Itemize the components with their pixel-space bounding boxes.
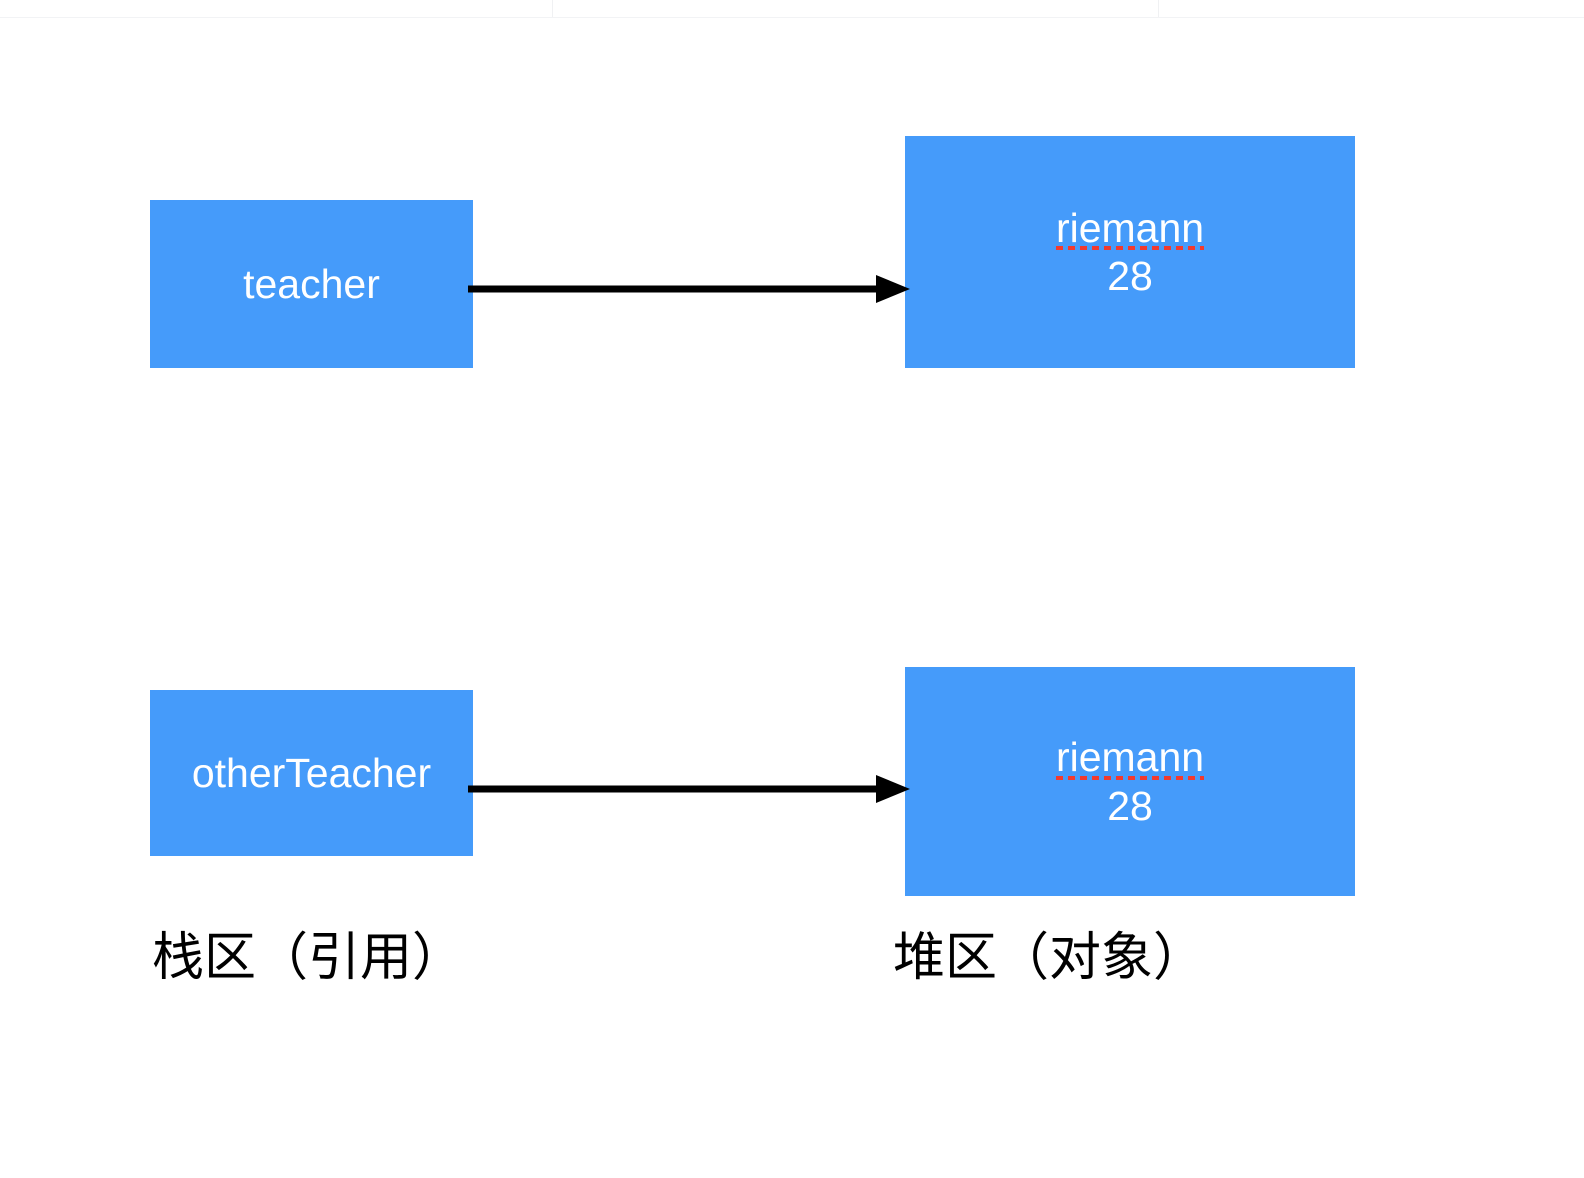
stack-node-other-teacher-label: otherTeacher (191, 749, 432, 796)
arrow-other-teacher-to-object (468, 775, 910, 803)
stack-node-other-teacher[interactable]: otherTeacher (150, 690, 473, 856)
top-chrome-rule (0, 17, 1584, 18)
heap-node-object-top-age: 28 (1107, 253, 1153, 299)
heap-node-object-bottom-age: 28 (1107, 782, 1153, 829)
heap-node-object-top[interactable]: riemann 28 (905, 136, 1355, 368)
arrow-teacher-to-object (468, 275, 910, 303)
stack-node-teacher-label: teacher (243, 260, 380, 307)
top-chrome-divider-right (1158, 0, 1159, 17)
top-chrome-divider-left (552, 0, 553, 17)
heap-node-object-top-name: riemann (1055, 204, 1205, 251)
heap-node-object-bottom[interactable]: riemann 28 (905, 667, 1355, 896)
stack-node-teacher[interactable]: teacher (150, 200, 473, 368)
heap-node-object-bottom-name: riemann (1055, 734, 1205, 781)
caption-stack-region: 栈区（引用） (152, 929, 465, 987)
caption-heap-region: 堆区（对象） (893, 929, 1206, 987)
